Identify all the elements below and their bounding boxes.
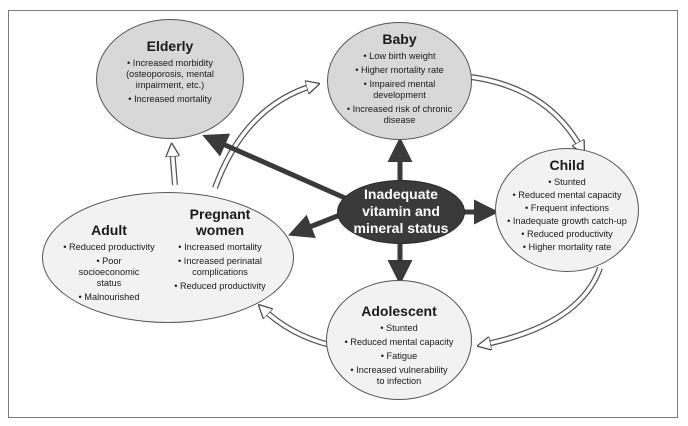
child-node: Child • Stunted • Reduced mental capacit…	[500, 157, 634, 255]
pregnant-node: Pregnant women • Increased mortality • I…	[168, 206, 272, 295]
list-item: • Increased morbidity (osteoporosis, men…	[126, 58, 214, 90]
arrow-center-to-elderly	[202, 133, 347, 201]
adult-title: Adult	[91, 222, 127, 238]
list-item: • Reduced mental capacity	[344, 337, 454, 347]
elderly-node: Elderly • Increased morbidity (osteoporo…	[106, 38, 234, 108]
baby-ellipse	[327, 22, 472, 140]
center-ellipse	[337, 180, 465, 244]
figure-frame	[8, 10, 678, 418]
center-label: Inadequate vitamin and mineral status	[337, 186, 465, 237]
adolescent-list: • Stunted • Reduced mental capacity • Fa…	[334, 323, 464, 387]
baby-list: • Low birth weight • Higher mortality ra…	[336, 51, 463, 126]
cycle-arrow-adult-to-elderly	[172, 148, 175, 186]
child-title: Child	[549, 157, 585, 173]
baby-node: Baby • Low birth weight • Higher mortali…	[336, 31, 463, 129]
center-line-3: mineral status	[353, 220, 449, 236]
list-item: • Reduced mental capacity	[512, 190, 622, 200]
list-item: • Stunted	[548, 177, 586, 187]
list-item: • Frequent infections	[525, 203, 609, 213]
list-item: • Stunted	[380, 323, 418, 333]
child-list: • Stunted • Reduced mental capacity • Fr…	[500, 177, 634, 253]
list-item: • Impaired mental development	[363, 79, 436, 100]
cycle-arrow-child-to-adolescent	[482, 266, 603, 345]
list-item: • Inadequate growth catch-up	[507, 216, 627, 226]
list-item: • Increased risk of chronic disease	[346, 104, 453, 125]
elderly-ellipse	[96, 19, 244, 139]
adolescent-ellipse	[326, 280, 472, 400]
elderly-title: Elderly	[146, 38, 194, 54]
pregnant-list: • Increased mortality • Increased perina…	[168, 242, 272, 292]
cycle-arrow-pregnant-to-baby	[212, 85, 315, 190]
list-item: • Fatigue	[380, 351, 418, 361]
list-item: • Low birth weight	[363, 51, 436, 61]
child-ellipse	[495, 148, 639, 272]
list-item: • Increased mortality	[128, 94, 212, 104]
pregnant-title: Pregnant women	[189, 206, 251, 238]
list-item: • Increased mortality	[178, 242, 262, 252]
arrow-center-to-pregnant	[288, 212, 341, 238]
list-item: • Reduced productivity	[174, 281, 266, 291]
center-line-2: vitamin and	[362, 203, 440, 219]
list-item: • Reduced productivity	[521, 229, 613, 239]
adult-list: • Reduced productivity • Poor socioecono…	[55, 242, 163, 303]
list-item: • Increased perinatal complications	[178, 256, 262, 277]
adult-pregnant-ellipse	[42, 192, 294, 323]
center-line-1: Inadequate	[364, 186, 438, 202]
adolescent-node: Adolescent • Stunted • Reduced mental ca…	[334, 303, 464, 390]
list-item: • Malnourished	[78, 292, 140, 302]
elderly-list: • Increased morbidity (osteoporosis, men…	[106, 58, 234, 105]
adult-node: Adult • Reduced productivity • Poor soci…	[55, 222, 163, 306]
cycle-arrow-adolescent-to-adult	[262, 308, 331, 348]
list-item: • Higher mortality rate	[522, 242, 612, 252]
baby-title: Baby	[382, 31, 417, 47]
list-item: • Reduced productivity	[63, 242, 155, 252]
list-item: • Increased vulnerability to infection	[350, 365, 448, 386]
adolescent-title: Adolescent	[361, 303, 437, 319]
list-item: • Poor socioeconomic status	[78, 256, 140, 288]
list-item: • Higher mortality rate	[355, 65, 444, 75]
